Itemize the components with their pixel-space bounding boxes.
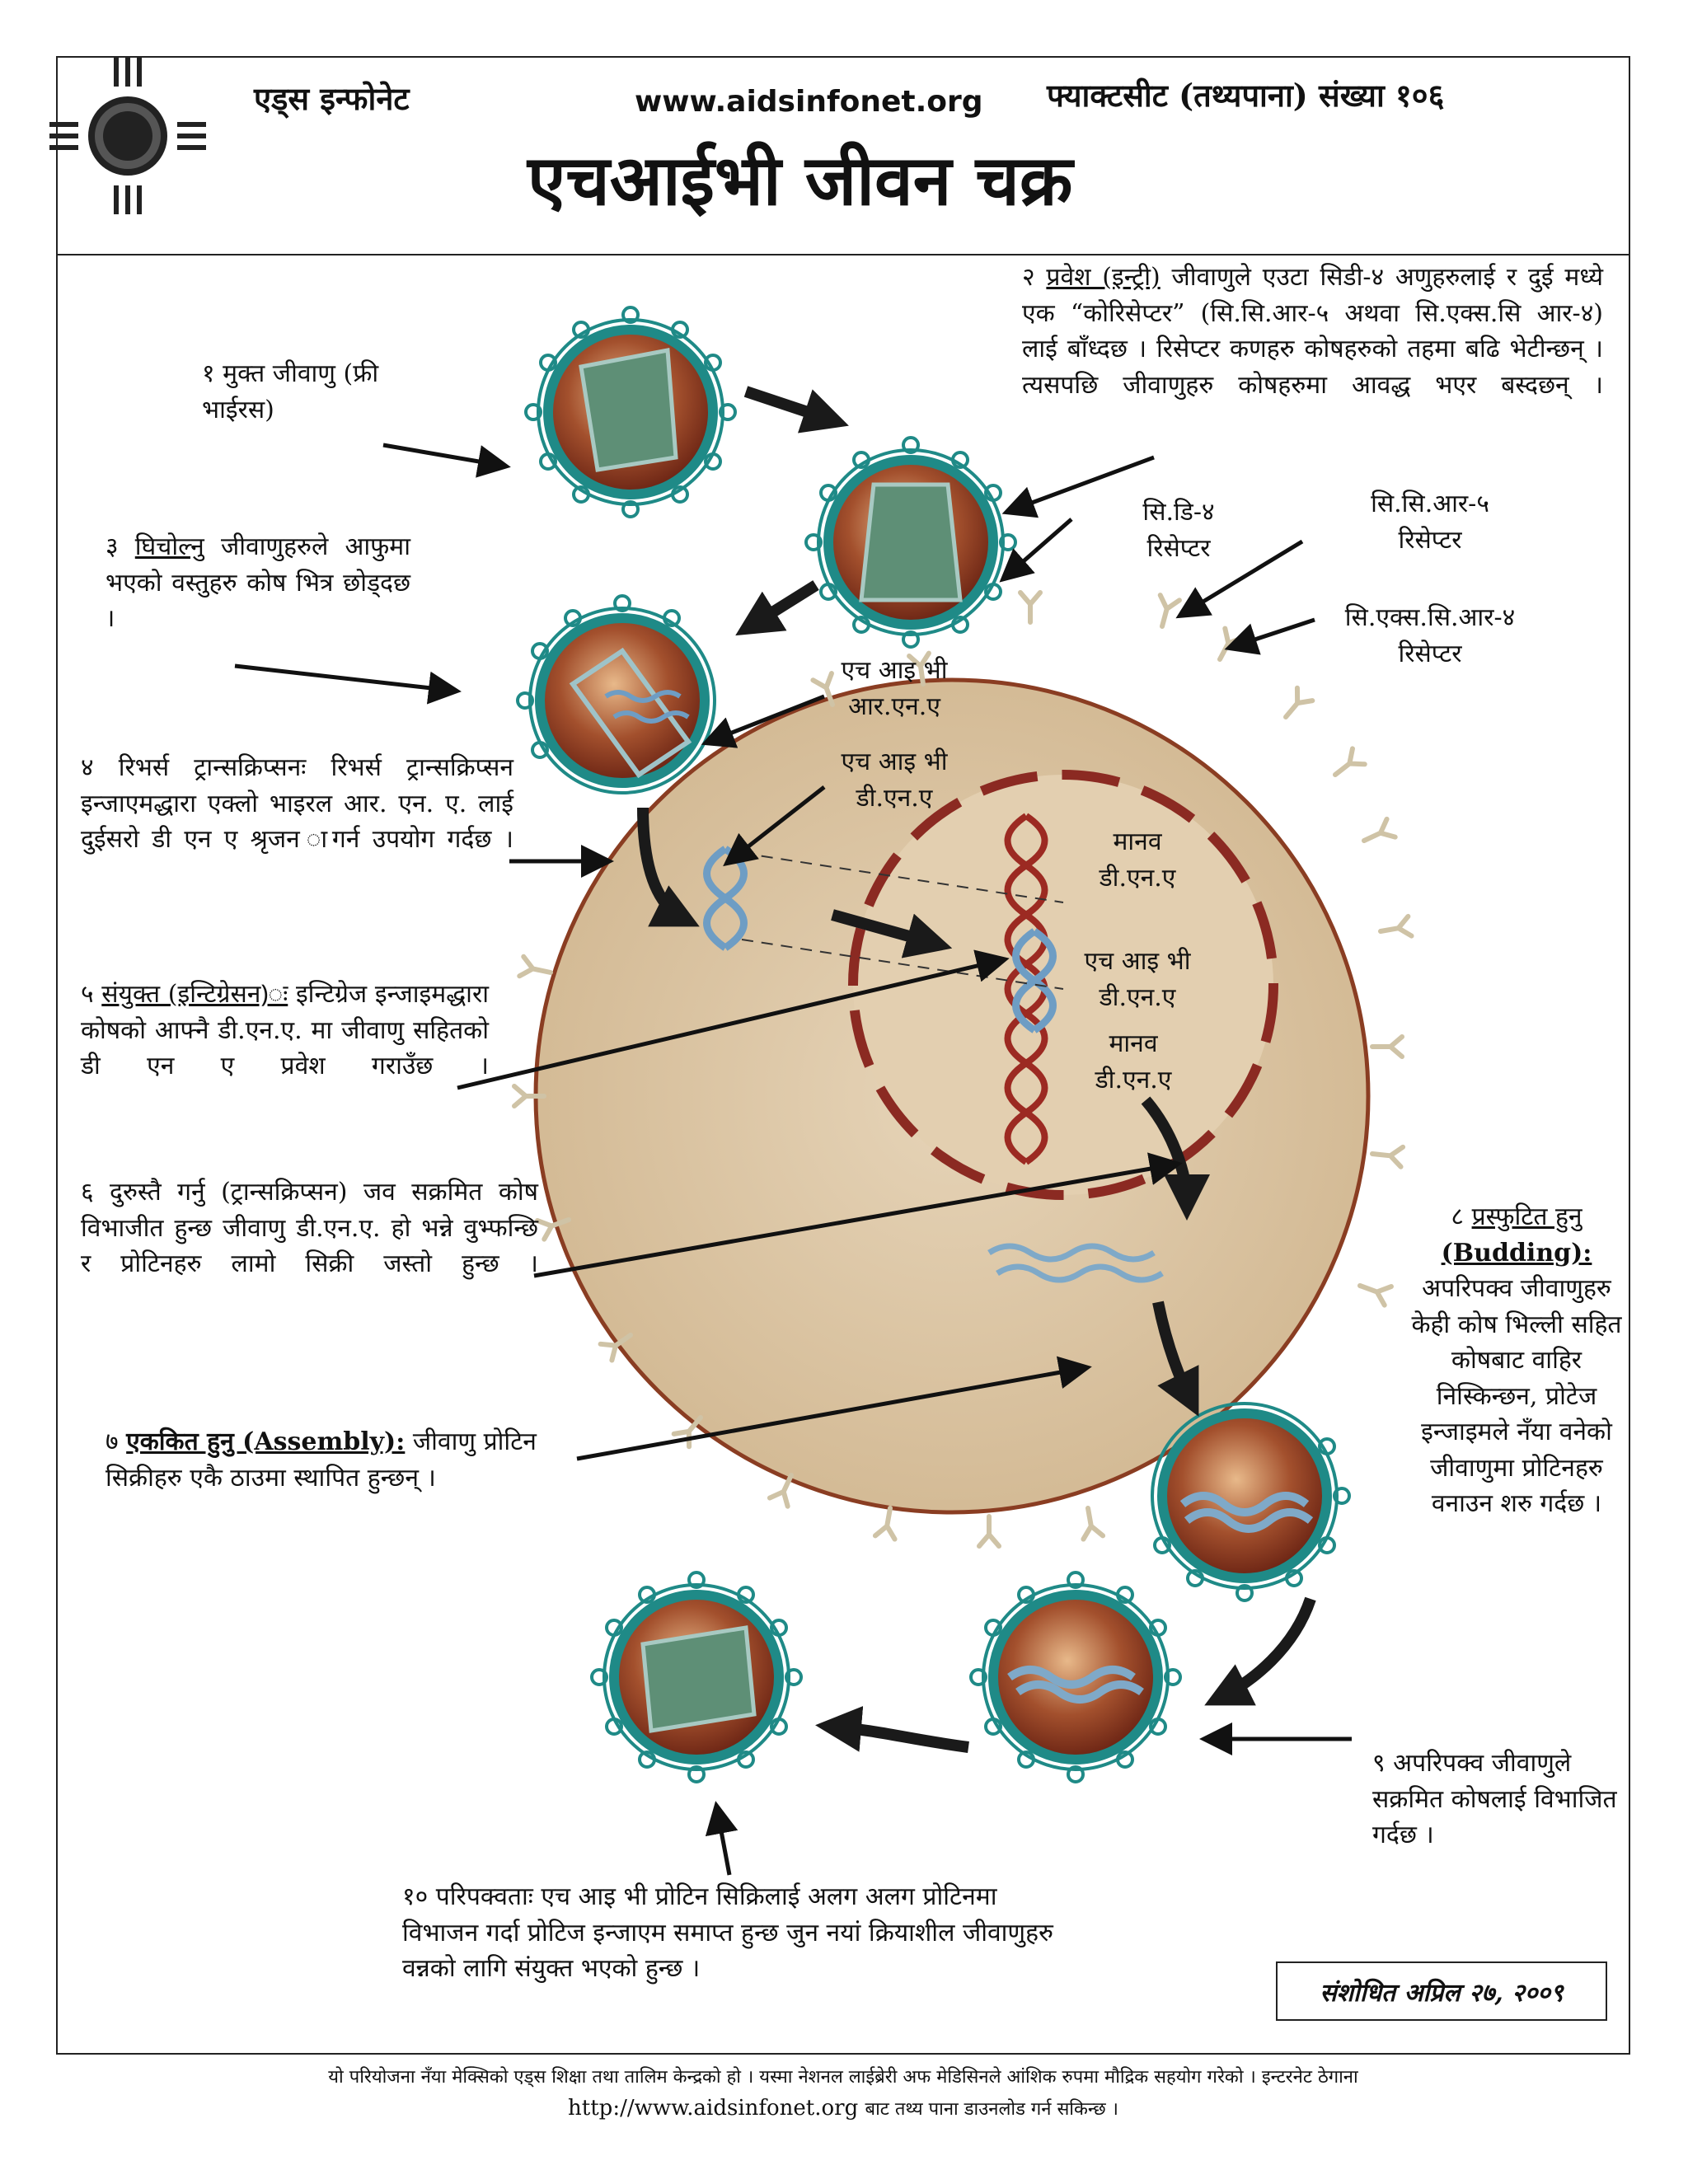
step-10-label: १० परिपक्वताः एच आइ भी प्रोटिन सिक्रिलाई… [402, 1879, 1078, 1987]
step-number: ३ [106, 532, 119, 561]
step-number: १ [202, 359, 215, 388]
step-text: (फ्री भाईरस) [202, 359, 379, 424]
factsheet-number: फ्याक्टसीट (तथ्यपाना) संख्या १०६ [1047, 77, 1445, 114]
virus-9-immature [969, 1571, 1182, 1783]
step-5-label: ५ संयुक्त (इन्टिग्रेसन)ः इन्टिग्रेज इन्ज… [81, 977, 489, 1085]
step-number: ५ [81, 980, 94, 1009]
step-text: अपरिपक्व जीवाणुहरु केही कोष भिल्ली सहित … [1411, 1274, 1622, 1518]
step-4-label: ४ रिभर्स ट्रान्सक्रिप्सनः रिभर्स ट्रान्स… [81, 750, 513, 858]
virus-10-mature [590, 1571, 803, 1783]
step-2-label: २ प्रवेश (इन्ट्री) जीवाणुले एउटा सिडी-४ … [1022, 260, 1603, 403]
human-dna-label: मानव डी.एन.ए [1099, 827, 1176, 893]
step-text: रिभर्स ट्रान्सक्रिप्सन इन्जाएमद्धारा एक्… [81, 753, 514, 854]
step-8-label: ८ प्रस्फुटित हुनु (Budding): अपरिपक्व जी… [1405, 1199, 1628, 1522]
virus-2-entry [804, 436, 1017, 649]
integrated-hiv-dna-label: एच आइ भी डी.एन.ए [1084, 947, 1191, 1012]
cd4-receptor-label: सि.डि-४ रिसेप्टर [1142, 498, 1215, 563]
hiv-rna-label: एच आइ भी आर.एन.ए [841, 656, 948, 721]
step-number: ७ [106, 1427, 119, 1456]
cycle-arrows [637, 386, 1316, 1753]
step-title: रिभर्स ट्रान्सक्रिप्सनः [118, 753, 307, 782]
header-divider [56, 254, 1630, 255]
footer-line-2: http://www.aidsinfonet.org बाट तथ्य पाना… [56, 2093, 1630, 2125]
step-title: संयुक्त (इन्टिग्रेसन)ः [101, 980, 288, 1009]
step-title: मुक्त जीवाणु [223, 359, 335, 388]
step-text: जीवाणुले एउटा सिडी-४ अणुहरुलाई र दुई मध्… [1022, 263, 1603, 400]
hiv-dna-label: एच आइ भी डी.एन.ए [841, 748, 948, 813]
step-title: प्रस्फुटित हुनु [1471, 1202, 1582, 1231]
page-frame [56, 56, 1630, 2055]
dashed-guides [741, 852, 1064, 990]
step-number: २ [1022, 263, 1035, 292]
step-text: परिपक्वताः एच आइ भी प्रोटिन सिक्रिलाई अल… [402, 1882, 1053, 1983]
virus-8-budding [1152, 1404, 1351, 1602]
step-text: जीवाणु प्रोटिन सिक्रीहरु एकै ठाउमा स्थाप… [106, 1427, 537, 1493]
step-3-label: ३ घिचोल्नु जीवाणुहरुले आफुमा भएको वस्तुह… [106, 529, 410, 637]
integrated-hiv-dna [1012, 928, 1057, 1033]
ccr5-receptor-label: सि.सि.आर-५ रिसेप्टर [1371, 490, 1489, 555]
step-number: ४ [81, 753, 94, 782]
step-text: दुरुस्तै गर्नु (ट्रान्सक्रिप्सन) जव सक्र… [81, 1178, 538, 1278]
virus-1-free [524, 306, 737, 518]
step-9-label: ९ अपरिपक्व जीवाणुले सक्रमित कोषलाई विभाज… [1372, 1746, 1620, 1854]
step-title-en: (Budding): [1441, 1238, 1592, 1268]
virus-3-fusion [516, 594, 715, 793]
revised-date: संशोधित अप्रिल २७, २००९ [1276, 1961, 1607, 2021]
pointer-arrows [234, 443, 1352, 1876]
step-title: प्रवेश (इन्ट्री) [1046, 263, 1160, 292]
nucleus [848, 770, 1278, 1200]
footer-line-1: यो परियोजना नँया मेक्सिको एड्स शिक्षा तथ… [328, 2067, 1358, 2088]
step-number: ९ [1372, 1749, 1386, 1778]
step-number: ६ [81, 1178, 94, 1207]
step-6-label: ६ दुरुस्तै गर्नु (ट्रान्सक्रिप्सन) जव सक… [81, 1174, 538, 1282]
step-text: इन्टिग्रेज इन्जाइमद्धारा कोषको आफ्नै डी.… [81, 980, 489, 1080]
viral-mrna [987, 1243, 1164, 1283]
cell-receptors [512, 590, 1414, 1549]
header-url[interactable]: www.aidsinfonet.org [635, 85, 983, 119]
footer-text: बाट तथ्य पाना डाउनलोड गर्न सकिन्छ । [865, 2099, 1118, 2120]
step-number: १० [402, 1882, 429, 1911]
step-title: घिचोल्नु [134, 532, 204, 561]
page-title: एचआईभी जीवन चक्र [528, 139, 1073, 221]
step-7-label: ७ एककित हुनु (Assembly): जीवाणु प्रोटिन … [106, 1424, 600, 1496]
step-text: जीवाणुहरुले आफुमा भएको वस्तुहरु कोष भित्… [106, 532, 410, 633]
human-dna-label-2: मानव डी.एन.ए [1095, 1029, 1172, 1094]
org-name: एड्स इन्फोनेट [254, 80, 410, 117]
logo-emblem [49, 58, 206, 214]
cxcr4-receptor-label: सि.एक्स.सि.आर-४ रिसेप्टर [1344, 603, 1516, 668]
step-text: अपरिपक्व जीवाणुले सक्रमित कोषलाई विभाजित… [1372, 1749, 1617, 1849]
step-1-label: १ मुक्त जीवाणु (फ्री भाईरस) [202, 356, 449, 428]
step-title: एककित हुनु (Assembly): [126, 1427, 406, 1456]
footer-url[interactable]: http://www.aidsinfonet.org [568, 2096, 859, 2121]
step-number: ८ [1451, 1202, 1465, 1231]
